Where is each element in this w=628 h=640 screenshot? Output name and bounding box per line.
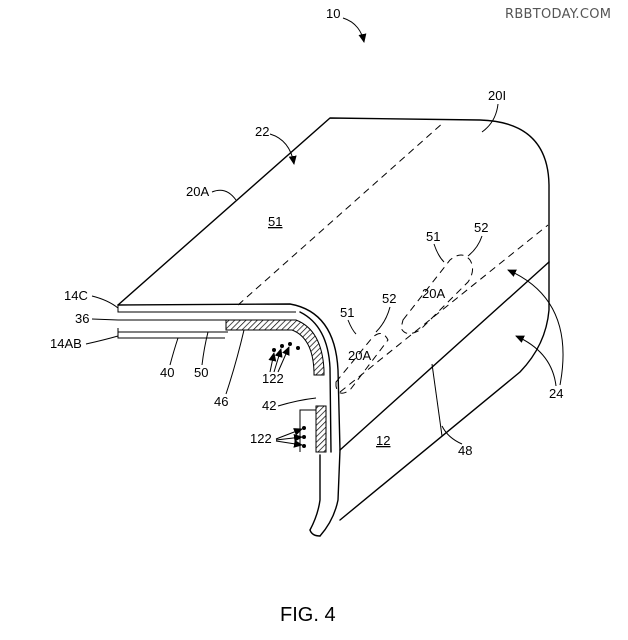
- side-dash-1: [339, 224, 549, 393]
- label-42: 42: [262, 398, 276, 413]
- tail-inner: [309, 454, 321, 531]
- leader-122-b3: [275, 439, 303, 448]
- label-24: 24: [549, 386, 563, 401]
- label-10: 10: [326, 6, 340, 21]
- leader-42: [277, 397, 317, 407]
- leader-40: [169, 337, 179, 366]
- flex-circuit-46: [225, 319, 325, 376]
- label-14C: 14C: [64, 288, 88, 303]
- label-20A-b: 20A: [348, 348, 371, 363]
- label-40: 40: [160, 365, 174, 380]
- leader-122-a3: [277, 346, 290, 373]
- leader-48: [441, 425, 463, 445]
- arrow-10: [342, 17, 367, 43]
- tail-outer: [319, 449, 341, 537]
- label-20A-top: 20A: [186, 184, 209, 199]
- side-bottom-edge: [339, 261, 550, 451]
- leader-14C: [91, 295, 119, 309]
- leader-20I: [481, 103, 499, 133]
- leader-122-a1: [268, 352, 277, 373]
- label-51-top: 51: [268, 214, 282, 229]
- label-14AB: 14AB: [50, 336, 82, 351]
- fold-line: [237, 121, 445, 306]
- arrow-24-upper: [507, 269, 564, 386]
- leader-52-b: [375, 306, 391, 333]
- front-edge: [117, 303, 341, 451]
- label-20I: 20I: [488, 88, 506, 103]
- watermark-text: RBBTODAY.COM: [505, 7, 611, 22]
- label-20A-a: 20A: [422, 286, 445, 301]
- figure-caption: FIG. 4: [280, 604, 336, 626]
- bottom-block: [315, 405, 327, 453]
- leader-51-b: [347, 319, 357, 335]
- window-52-lower: [335, 333, 389, 394]
- window-52-upper: [400, 254, 474, 334]
- leader-122-b2: [275, 433, 303, 442]
- leader-20A-top: [211, 189, 237, 201]
- leader-36: [91, 318, 119, 321]
- label-22: 22: [255, 124, 269, 139]
- label-48: 48: [458, 443, 472, 458]
- leader-14AB: [85, 335, 119, 345]
- arrow-24-lower: [515, 335, 557, 387]
- label-50: 50: [194, 365, 208, 380]
- label-51-a: 51: [426, 229, 440, 244]
- leader-51-a: [433, 243, 445, 263]
- side-right-curve: [339, 261, 550, 521]
- label-52-b: 52: [382, 291, 396, 306]
- seam-line-48: [431, 363, 443, 437]
- leader-52-a: [467, 235, 483, 257]
- leader-122-a2: [273, 348, 283, 373]
- leader-50: [201, 331, 209, 366]
- contacts-lower: [302, 426, 306, 448]
- label-122-b: 122: [250, 431, 272, 446]
- arrow-22: [269, 133, 297, 165]
- tail-end: [309, 529, 321, 537]
- layer-14C: [117, 305, 296, 313]
- leader-46: [225, 329, 245, 395]
- label-46: 46: [214, 394, 228, 409]
- label-36: 36: [75, 311, 89, 326]
- label-122-a: 122: [262, 371, 284, 386]
- label-51-b: 51: [340, 305, 354, 320]
- top-surface-outline: [117, 117, 550, 306]
- label-52-a: 52: [474, 220, 488, 235]
- device-drawing: [117, 117, 550, 537]
- label-12: 12: [376, 433, 390, 448]
- layer-14AB: [117, 328, 225, 339]
- contacts-upper: [272, 342, 300, 352]
- bend-contour: [299, 311, 332, 453]
- leader-122-b1: [275, 428, 303, 440]
